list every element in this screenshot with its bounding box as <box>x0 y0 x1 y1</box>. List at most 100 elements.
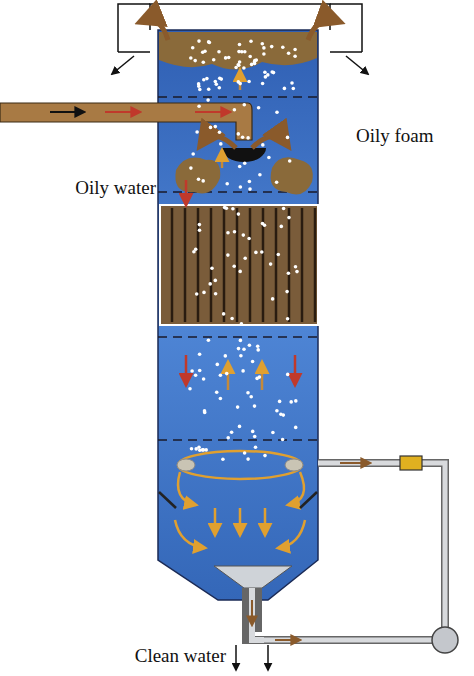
packing-bar <box>275 208 278 322</box>
bubble <box>253 62 257 66</box>
bubble <box>226 231 230 235</box>
bubble <box>261 82 265 86</box>
bubble <box>197 85 201 89</box>
bubble <box>226 436 230 440</box>
bubble <box>249 39 253 43</box>
bubble <box>246 457 250 461</box>
bubble <box>191 152 195 156</box>
bubble <box>209 126 213 130</box>
bubble <box>194 373 198 377</box>
bubble <box>205 77 209 81</box>
bubble <box>238 60 242 64</box>
bubble <box>248 187 252 191</box>
bubble <box>257 106 261 110</box>
bubble <box>227 56 231 60</box>
bubble <box>237 347 241 351</box>
bubble <box>197 104 201 108</box>
packing-bar <box>314 208 317 322</box>
bubble <box>188 387 192 391</box>
bubble <box>275 409 279 413</box>
bubble <box>258 375 262 379</box>
bubble <box>238 270 242 274</box>
bubble <box>251 360 255 364</box>
bubble <box>207 339 211 343</box>
bubble <box>270 45 274 49</box>
bubble <box>266 73 270 77</box>
bubble <box>246 391 250 395</box>
bubble <box>239 354 243 358</box>
bubble <box>208 41 212 45</box>
bubble <box>216 363 220 367</box>
packing-bar <box>236 208 239 322</box>
bubble <box>239 185 243 189</box>
bubble <box>190 369 194 373</box>
overflow-arrows <box>112 20 368 74</box>
bubble <box>201 179 205 183</box>
bubble <box>189 166 193 170</box>
bubble <box>204 448 208 452</box>
baffles <box>159 492 317 508</box>
bubble <box>218 77 222 81</box>
bubble <box>221 457 225 461</box>
bubble <box>193 59 197 63</box>
bubble <box>251 430 255 434</box>
bubble <box>271 297 275 301</box>
bubble <box>190 447 194 451</box>
bubble <box>288 159 292 163</box>
packing-bar <box>184 208 187 322</box>
packing <box>160 205 318 325</box>
bubble <box>243 103 247 107</box>
bubble <box>281 438 285 442</box>
bubble <box>240 50 244 54</box>
bubble <box>242 233 246 237</box>
bubble <box>260 250 264 254</box>
bubble <box>248 344 252 348</box>
bubble <box>207 88 211 92</box>
bubble <box>282 413 286 417</box>
bubble <box>253 435 257 439</box>
bubble <box>248 55 252 59</box>
packing-bar <box>288 208 291 322</box>
bubble <box>261 143 265 147</box>
bubble <box>269 262 273 266</box>
bubble <box>208 282 212 286</box>
clean-water-arrows <box>236 645 268 670</box>
bubble <box>240 322 244 326</box>
bubble <box>195 292 199 296</box>
bubble <box>262 52 266 56</box>
bubble <box>283 87 287 91</box>
bubble <box>212 58 216 62</box>
bubble <box>287 216 291 220</box>
bubble <box>214 292 218 296</box>
bubble <box>243 257 247 261</box>
bubble <box>281 46 285 50</box>
foam-layer <box>159 32 317 70</box>
outlet-cone <box>214 566 292 588</box>
bubble <box>225 372 229 376</box>
bubble <box>238 82 242 86</box>
bubble <box>230 430 234 434</box>
bubble <box>198 229 202 233</box>
bubble <box>261 42 265 46</box>
label: Oily foam <box>356 126 434 147</box>
bubble <box>236 405 240 409</box>
zone-lines <box>158 97 318 440</box>
bubble <box>238 425 242 429</box>
bubble <box>233 108 237 112</box>
bubble <box>191 46 195 50</box>
bubble <box>214 279 218 283</box>
bubble <box>242 348 246 352</box>
bubble <box>277 253 281 257</box>
bubble <box>210 267 214 271</box>
bubble <box>218 131 222 135</box>
packing-bar <box>210 208 213 322</box>
bubble <box>197 39 201 43</box>
flow-meter <box>400 456 422 470</box>
inlet-pipe <box>0 103 288 162</box>
bubble <box>275 181 279 185</box>
bubble <box>202 60 206 64</box>
bubble <box>203 49 207 53</box>
bubble <box>214 125 218 129</box>
bubble <box>189 56 193 60</box>
flow-arrows <box>186 70 295 390</box>
